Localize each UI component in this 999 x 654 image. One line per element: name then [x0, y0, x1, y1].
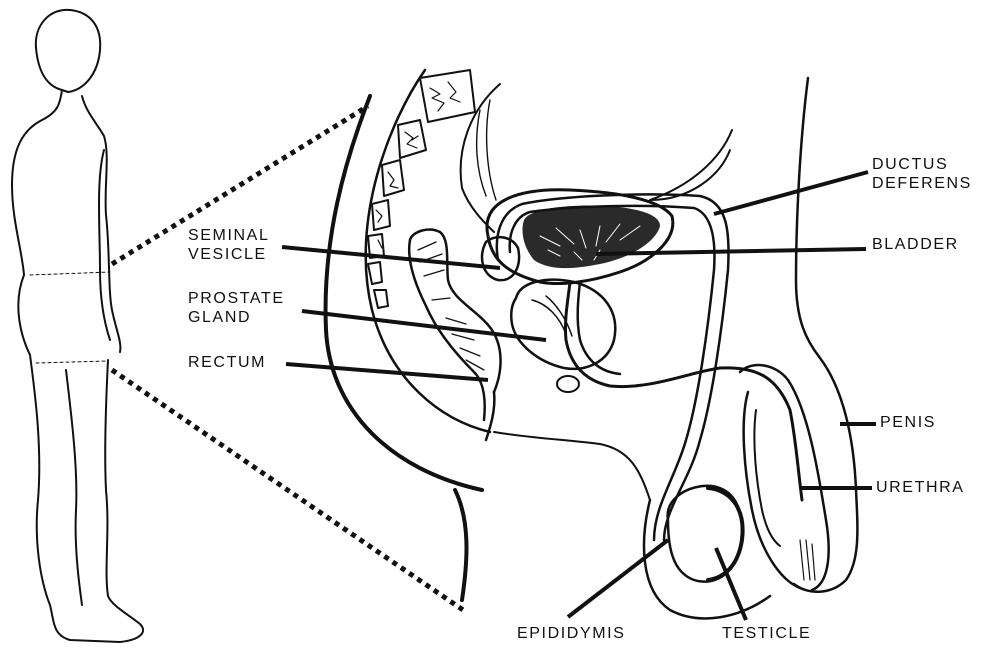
leader-epididymis: [568, 540, 668, 617]
label-penis: PENIS: [880, 413, 936, 432]
label-bladder-text: BLADDER: [872, 235, 959, 254]
label-ductus-deferens-line2: DEFERENS: [872, 174, 972, 193]
label-seminal-vesicle: SEMINAL VESICLE: [188, 226, 269, 264]
leader-testicle: [716, 548, 746, 620]
label-bladder: BLADDER: [872, 235, 959, 254]
human-body-outline: [12, 10, 143, 642]
urethra-channel: [565, 282, 802, 500]
sacral-vertebrae: [368, 70, 475, 308]
label-urethra-text: URETHRA: [876, 478, 965, 497]
leader-prostate-gland: [302, 311, 546, 340]
prostate-gland-shape: [511, 280, 615, 369]
penis-inner-loop: [754, 410, 780, 546]
thigh-outline: [455, 490, 466, 600]
bulbourethral-gland: [557, 376, 579, 392]
perineum-outline: [494, 432, 650, 500]
bladder-interior: [522, 206, 660, 269]
glans-texture: [800, 540, 815, 580]
buttock-outline: [326, 96, 482, 490]
zoom-line-bottom: [112, 370, 466, 612]
label-ductus-deferens-line1: DUCTUS: [872, 155, 972, 174]
leader-seminal-vesicle: [282, 247, 500, 268]
rectum-tube: [410, 230, 501, 392]
label-seminal-vesicle-line1: SEMINAL: [188, 226, 269, 245]
label-rectum-text: RECTUM: [188, 353, 266, 372]
seminal-vesicle-shape: [482, 237, 519, 280]
label-prostate-gland: PROSTATE GLAND: [188, 289, 285, 327]
scrotum-outline: [644, 500, 770, 618]
label-urethra: URETHRA: [876, 478, 965, 497]
pubic-muscle-left-inner: [477, 100, 496, 200]
label-prostate-gland-line1: PROSTATE: [188, 289, 285, 308]
label-rectum: RECTUM: [188, 353, 266, 372]
pubic-muscle-right: [650, 130, 732, 200]
body-section-line-bottom: [36, 361, 108, 363]
leader-rectum: [286, 364, 488, 380]
label-epididymis-text: EPIDIDYMIS: [517, 624, 625, 643]
label-ductus-deferens: DUCTUS DEFERENS: [872, 155, 972, 193]
label-prostate-gland-line2: GLAND: [188, 308, 285, 327]
label-testicle: TESTICLE: [722, 624, 811, 643]
vertebra-texture: [376, 82, 460, 248]
leader-ductus-deferens: [714, 172, 868, 214]
label-penis-text: PENIS: [880, 413, 936, 432]
label-seminal-vesicle-line2: VESICLE: [188, 245, 269, 264]
label-testicle-text: TESTICLE: [722, 624, 811, 643]
label-epididymis: EPIDIDYMIS: [517, 624, 625, 643]
body-section-line-top: [30, 272, 110, 275]
